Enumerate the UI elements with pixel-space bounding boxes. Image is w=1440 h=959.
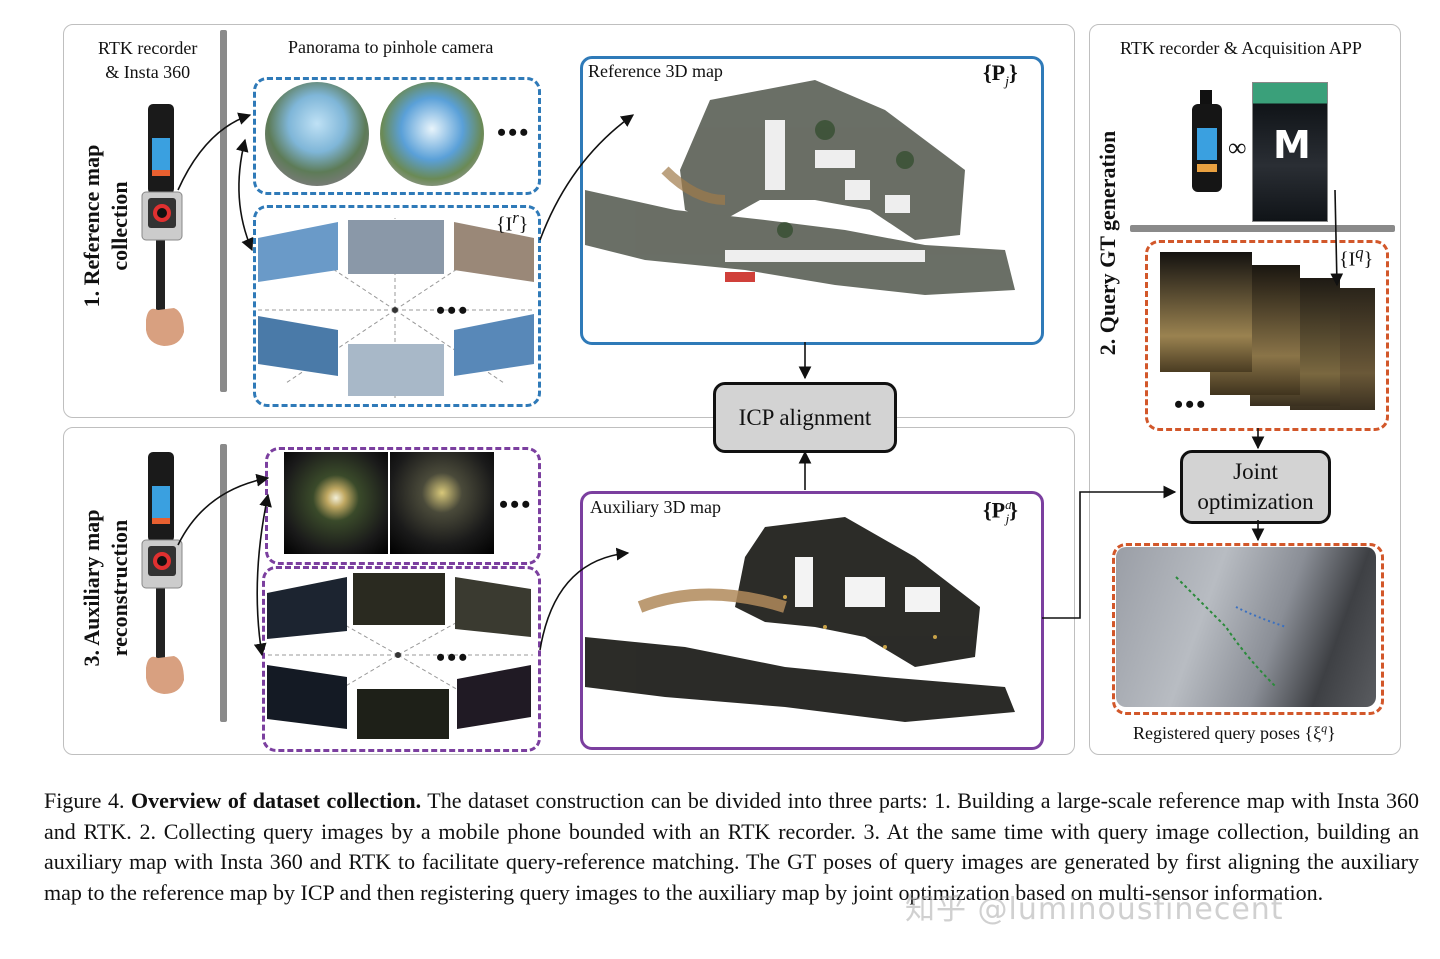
aux-pinhole-group <box>262 566 541 752</box>
aux-panorama-ellipsis: ••• <box>499 490 533 519</box>
aux-pinhole-img-2 <box>353 573 445 625</box>
query-set-close: } <box>1363 248 1374 271</box>
aux-map-P: {P <box>983 497 1006 523</box>
rtk-insta360-device-illustration <box>141 104 184 346</box>
aux-fisheye-image-1 <box>284 452 388 554</box>
ref-pinhole-ellipsis: ••• <box>436 296 470 325</box>
registered-label-text: Registered query poses {ξ <box>1133 723 1322 743</box>
aux-pinhole-ellipsis: ••• <box>436 643 470 672</box>
ref-pinhole-img-6 <box>454 314 534 376</box>
arrow-aux-device-to-panorama <box>177 473 270 546</box>
arrow-aux-panorama-to-pinhole <box>253 493 272 657</box>
arrow-auxmap-to-joint <box>1042 485 1177 619</box>
query-image-1 <box>1160 252 1252 372</box>
joint-line2: optimization <box>1197 489 1314 514</box>
hand-illustration <box>146 308 184 346</box>
aux-divider-bar <box>220 444 227 722</box>
registered-poses-render <box>1116 547 1376 707</box>
aux-pinhole-img-6 <box>457 665 531 729</box>
ref-pinhole-set-symbol: {Ir} <box>496 208 528 237</box>
arrow-ref-panorama-to-pinhole <box>235 138 254 252</box>
registered-query-poses-label: Registered query poses {ξq} <box>1133 721 1336 744</box>
query-divider-bar <box>1130 225 1395 232</box>
reference-3d-map-label: Reference 3D map <box>588 61 723 81</box>
joint-line1: Joint <box>1233 459 1278 484</box>
ref-pinhole-img-4 <box>258 316 338 376</box>
query-images-group <box>1145 240 1389 431</box>
caption-bold-title: Overview of dataset collection. <box>130 788 422 813</box>
auxiliary-3d-map-label: Auxiliary 3D map <box>590 497 721 517</box>
aux-pinhole-img-5 <box>357 689 449 739</box>
rtk-recorder-icon <box>1192 90 1222 192</box>
registered-sup: q <box>1321 721 1328 735</box>
ref-map-close: } <box>1009 60 1018 85</box>
joint-optimization-box: Joint optimization <box>1180 450 1331 524</box>
aux-map-sup: a <box>1005 497 1012 512</box>
caption-prefix: Figure 4. <box>44 788 131 813</box>
ref-set-sup: r <box>512 208 519 227</box>
arrow-pinhole-to-auxmap <box>539 547 630 651</box>
auxiliary-3d-map-render <box>585 517 1015 722</box>
arrow-pinhole-to-refmap <box>539 114 635 241</box>
ref-pinhole-group <box>253 205 541 407</box>
query-set-symbol: {Iq} <box>1339 243 1373 272</box>
flow-arrows <box>177 112 1344 657</box>
arrow-app-to-query-images <box>1330 189 1344 287</box>
ref-set-I: {I <box>496 213 513 236</box>
caption-body: The dataset construction can be divided … <box>44 788 1419 905</box>
app-m-logo: M <box>1273 123 1311 167</box>
aux-map-sub: j <box>1005 510 1010 526</box>
ref-device-label: RTK recorder & Insta 360 <box>98 36 197 84</box>
figure-caption: Figure 4. Overview of dataset collection… <box>44 786 1419 908</box>
auxiliary-map-symbol: {Paj} <box>983 497 1018 527</box>
ref-device-label-line2: & Insta 360 <box>105 62 191 82</box>
query-set-I: {I <box>1339 248 1356 271</box>
ref-pinhole-img-2 <box>348 220 444 274</box>
aux-hand-illustration <box>146 656 184 694</box>
registered-close: } <box>1327 723 1336 743</box>
panorama-label: Panorama to pinhole camera <box>288 37 494 57</box>
aux-pinhole-img-3 <box>455 577 531 637</box>
ref-panorama-ellipsis: ••• <box>497 118 531 147</box>
aux-fisheye-image-2 <box>390 452 494 554</box>
aux-pinhole-img-4 <box>267 665 347 729</box>
aux-pinhole-diagram <box>265 573 533 739</box>
ref-fisheye-image-2 <box>380 82 484 186</box>
ref-map-sub: j <box>1005 74 1009 90</box>
arrow-ref-device-to-panorama <box>177 112 252 191</box>
ref-pinhole-img-1 <box>258 222 338 282</box>
ref-set-close: } <box>518 213 529 236</box>
query-device-label: RTK recorder & Acquisition APP <box>1120 38 1362 58</box>
ref-pinhole-diagram <box>256 218 534 398</box>
reference-map-symbol: {Pj} <box>983 60 1018 90</box>
reference-3d-map-frame <box>580 56 1044 345</box>
ref-map-P: {P <box>983 60 1006 85</box>
ref-device-label-line1: RTK recorder <box>98 38 198 58</box>
registered-poses-frame <box>1112 543 1384 715</box>
acquisition-app-screenshot: M <box>1252 82 1328 222</box>
aux-pinhole-img-1 <box>267 577 347 639</box>
ref-pinhole-img-5 <box>348 344 444 396</box>
aux-rtk-insta360-device-illustration <box>141 452 184 694</box>
aux-map-close: } <box>1009 497 1018 523</box>
ref-panorama-group <box>253 77 541 195</box>
ref-pinhole-img-3 <box>454 222 534 282</box>
ref-fisheye-image-1 <box>265 82 369 186</box>
query-set-sup: q <box>1355 243 1364 262</box>
ref-divider-bar <box>220 30 227 392</box>
query-images-ellipsis: ••• <box>1174 390 1208 419</box>
watermark: 知乎 @luminousfinecent <box>905 892 1284 927</box>
reference-3d-map-render <box>585 80 1015 295</box>
auxiliary-3d-map-frame <box>580 491 1044 750</box>
infinity-symbol: ∞ <box>1228 133 1247 162</box>
